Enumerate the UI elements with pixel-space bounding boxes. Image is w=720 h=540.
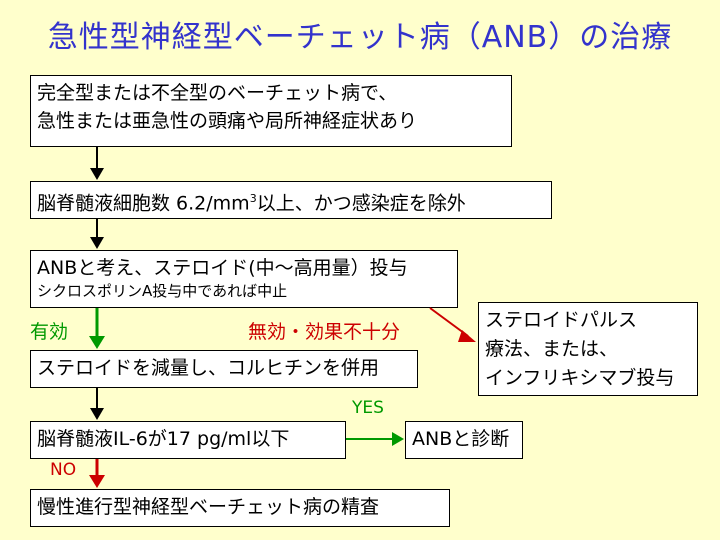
step-csf-cell-count: 脳脊髄液細胞数 6.2/mm3以上、かつ感染症を除外 — [30, 181, 552, 219]
steroid-pulse-line2: 療法、または、 — [485, 338, 619, 360]
step-steroid-administration: ANBと考え、ステロイド(中～高用量）投与 シクロスポリンA投与中であれば中止 — [30, 250, 458, 308]
arrow-ineffective — [429, 307, 476, 342]
arrow-yes — [346, 432, 404, 446]
arrow-effective — [89, 308, 105, 349]
csf-cell-count-text-2: 以上、かつ感染症を除外 — [256, 192, 466, 215]
csf-cell-count-text: 脳脊髄液細胞数 6.2/mm — [37, 192, 250, 215]
page-title: 急性型神経型ベーチェット病（ANB）の治療 — [47, 20, 673, 55]
arrow-no — [89, 459, 105, 488]
step-csf-il6: 脳脊髄液IL-6が17 pg/ml以下 — [30, 421, 346, 459]
steroid-pulse-line1: ステロイドパルス — [485, 309, 638, 331]
step-initial-line2: 急性または亜急性の頭痛や局所神経症状あり — [37, 110, 418, 132]
reduce-steroid-text: ステロイドを減量し、コルヒチンを併用 — [37, 357, 380, 379]
arrow-1-to-2 — [90, 147, 104, 180]
anb-diagnosis-text: ANBと診断 — [412, 428, 510, 450]
step-initial-line1: 完全型または不全型のベーチェット病で、 — [37, 82, 398, 104]
label-no: NO — [50, 460, 77, 480]
steroid-subnote: シクロスポリンA投与中であれば中止 — [37, 282, 288, 300]
label-effective: 有効 — [30, 321, 69, 343]
step-initial-symptoms: 完全型または不全型のベーチェット病で、 急性または亜急性の頭痛や局所神経症状あり — [30, 75, 512, 147]
arrow-4-to-5 — [90, 388, 104, 420]
label-yes: YES — [352, 398, 384, 418]
steroid-line1: ANBと考え、ステロイド(中～高用量）投与 — [37, 257, 408, 279]
csf-cell-count-sup: 3 — [249, 192, 257, 205]
chronic-workup-text: 慢性進行型神経型ベーチェット病の精査 — [37, 496, 380, 518]
label-ineffective: 無効・効果不十分 — [248, 321, 401, 343]
step-anb-diagnosis: ANBと診断 — [405, 421, 523, 459]
steroid-pulse-line3: インフリキシマブ投与 — [485, 367, 675, 389]
arrow-2-to-3 — [90, 219, 104, 249]
csf-il6-text: 脳脊髄液IL-6が17 pg/ml以下 — [37, 428, 290, 450]
step-chronic-workup: 慢性進行型神経型ベーチェット病の精査 — [30, 489, 450, 527]
step-steroid-pulse: ステロイドパルス 療法、または、 インフリキシマブ投与 — [478, 302, 698, 396]
step-reduce-steroid: ステロイドを減量し、コルヒチンを併用 — [30, 350, 418, 388]
